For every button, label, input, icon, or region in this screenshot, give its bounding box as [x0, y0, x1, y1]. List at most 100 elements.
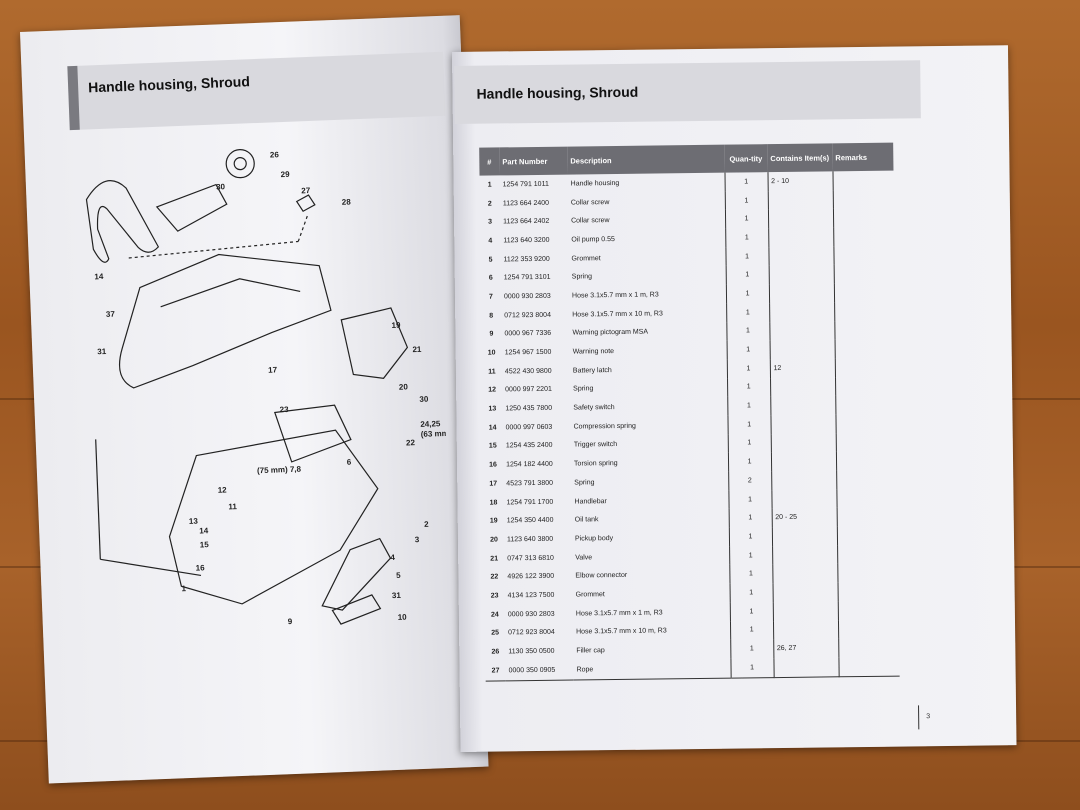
part-number: 1254 435 2400	[505, 442, 553, 450]
part-number: 1250 435 7800	[505, 404, 553, 413]
row-number: 11	[488, 368, 496, 376]
part-number: 1123 640 3200	[503, 236, 550, 245]
part-number: 1123 640 3800	[506, 535, 554, 544]
callout-13: 13	[189, 517, 199, 526]
callout-22: 22	[406, 438, 416, 447]
row-number: 2	[487, 200, 492, 208]
callout-7-8: (75 mm) 7,8	[257, 465, 302, 476]
row-number: 19	[489, 517, 498, 525]
callout-16: 16	[196, 563, 206, 572]
quantity: 1	[727, 433, 771, 453]
callout-17: 17	[268, 365, 278, 374]
contains-items	[769, 320, 835, 341]
row-number: 6	[488, 274, 493, 282]
callout-15: 15	[200, 540, 210, 549]
contains-items	[772, 545, 838, 565]
description: Hose 3.1x5.7 mm x 1 m, R3	[575, 609, 663, 618]
remarks	[835, 357, 896, 376]
row-number: 20	[490, 536, 498, 544]
description: Oil pump 0.55	[571, 235, 615, 244]
part-number: 1254 791 1011	[502, 180, 549, 189]
callout-37: 37	[106, 310, 116, 319]
description: Spring	[573, 385, 594, 393]
description: Pickup body	[574, 534, 614, 543]
row-number: 1	[487, 181, 492, 189]
row-number: 10	[487, 349, 496, 357]
description: Hose 3.1x5.7 mm x 10 m, R3	[572, 310, 663, 319]
description: Hose 3.1x5.7 mm x 1 m, R3	[571, 291, 659, 300]
callout-4: 4	[390, 553, 395, 562]
row-number: 9	[489, 330, 494, 338]
row-number: 5	[488, 256, 493, 264]
quantity: 1	[724, 190, 768, 211]
callout-31-lower: 31	[392, 591, 402, 600]
page-number: 3	[926, 713, 931, 721]
quantity: 1	[728, 489, 772, 510]
callout-20: 20	[399, 382, 409, 391]
remarks	[835, 376, 896, 395]
description: Spring	[571, 273, 593, 281]
row-number: 26	[491, 648, 500, 656]
callout-28: 28	[342, 197, 352, 206]
row-number: 16	[489, 461, 497, 469]
quantity: 1	[724, 209, 769, 229]
part-number: 0000 997 2201	[505, 386, 552, 394]
remarks	[833, 171, 894, 190]
callout-19: 19	[391, 321, 401, 330]
callout-27: 27	[301, 186, 311, 195]
callout-63mm: (63 mm)	[421, 429, 452, 439]
remarks	[837, 563, 898, 582]
contains-items: 12	[769, 358, 836, 378]
col-remarks: Remarks	[832, 142, 894, 172]
quantity: 1	[729, 601, 774, 622]
quantity: 1	[725, 228, 769, 248]
callout-29: 29	[280, 170, 290, 179]
remarks	[838, 619, 899, 638]
part-number: 0000 350 0905	[505, 660, 574, 681]
row-number: 21	[490, 555, 499, 563]
description: Rope	[573, 658, 731, 680]
contains-items	[768, 246, 834, 266]
col-contains: Contains Item(s)	[767, 143, 833, 173]
row-number: 7	[489, 293, 493, 301]
contains-items	[770, 414, 836, 434]
row-number: 15	[488, 442, 497, 451]
description: Spring	[574, 479, 595, 487]
contains-items	[771, 470, 837, 490]
remarks	[836, 451, 897, 470]
col-part-number: Part Number	[499, 146, 568, 176]
description: Elbow connector	[575, 572, 628, 580]
quantity: 1	[726, 321, 770, 341]
remarks	[833, 189, 894, 208]
callout-11: 11	[228, 502, 237, 511]
remarks	[838, 638, 899, 657]
part-number: 1130 350 0500	[508, 647, 555, 656]
part-number: 1254 791 1700	[506, 498, 554, 506]
part-number: 1254 791 3101	[503, 274, 551, 282]
contains-items: 20 - 25	[771, 507, 837, 528]
quantity: 1	[728, 527, 773, 547]
description: Warning pictogram MSA	[572, 328, 649, 337]
col-number: #	[479, 147, 500, 176]
part-number: 0000 967 7336	[504, 330, 552, 338]
contains-items	[770, 451, 837, 472]
part-number: 0747 313 6810	[507, 554, 554, 562]
col-description: Description	[567, 144, 725, 175]
part-number: 1123 664 2402	[503, 218, 550, 226]
quantity: 1	[725, 246, 769, 267]
parts-table: # Part Number Description Quan-tity Cont…	[479, 142, 900, 682]
callout-3: 3	[415, 535, 420, 544]
quantity: 1	[730, 620, 774, 640]
remarks	[833, 208, 894, 227]
row-number: 13	[488, 405, 497, 413]
description: Warning note	[572, 348, 615, 356]
row-number: 17	[489, 480, 498, 488]
description: Grommet	[571, 254, 601, 263]
quantity: 1	[729, 583, 773, 603]
description: Compression spring	[573, 422, 636, 431]
callout-30: 30	[216, 182, 226, 191]
description: Trigger switch	[573, 441, 618, 450]
part-number: 1254 350 4400	[506, 517, 554, 525]
remarks	[835, 339, 896, 358]
description: Handle housing	[570, 179, 620, 188]
